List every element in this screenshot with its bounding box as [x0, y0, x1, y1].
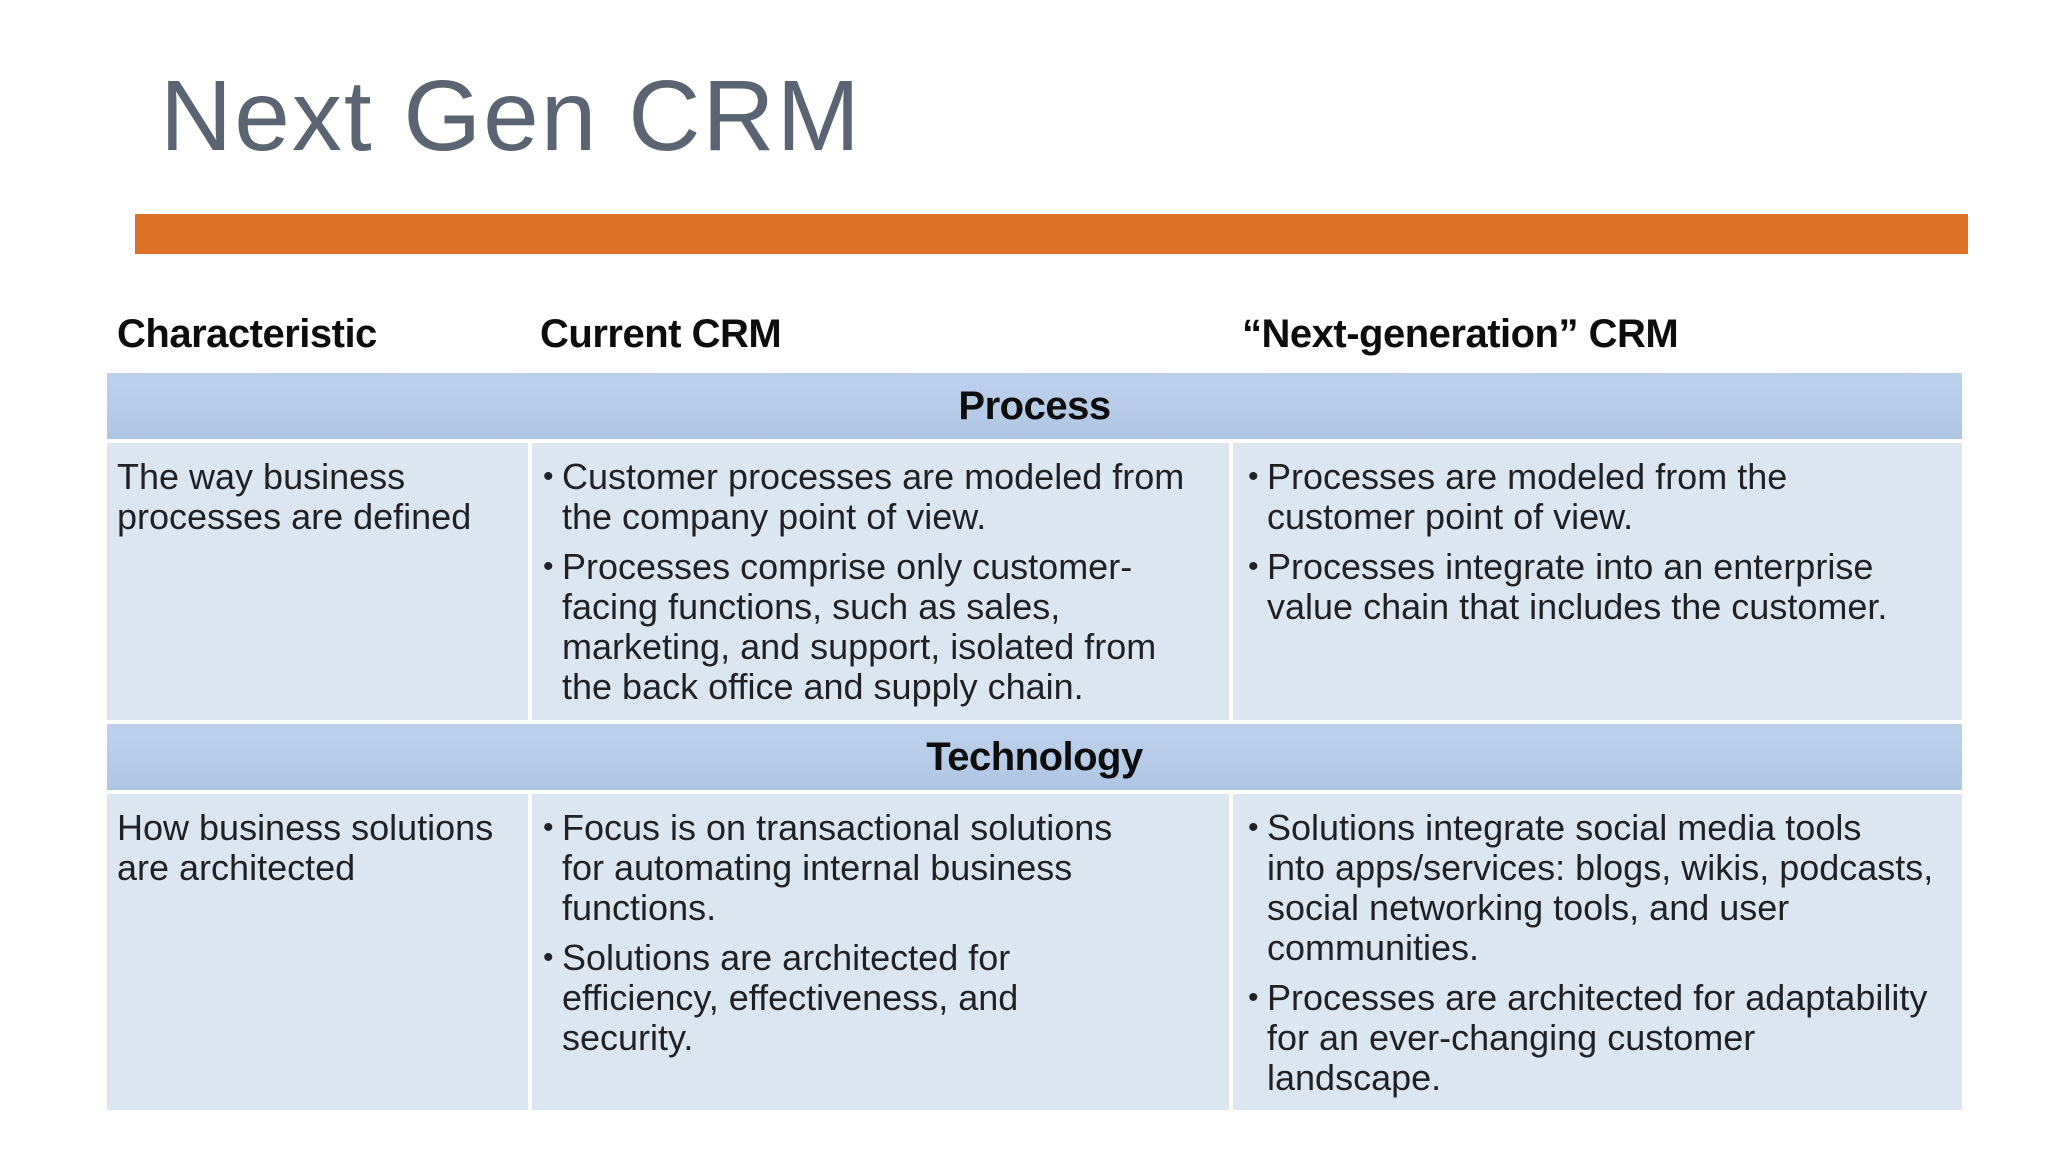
- column-header-characteristic: Characteristic: [117, 312, 377, 356]
- bullet-text: Solutions are architected for efficiency…: [562, 937, 1019, 1058]
- section-band-technology: Technology: [107, 724, 1962, 790]
- column-header-next-generation-crm: “Next-generation” CRM: [1242, 312, 1679, 356]
- list-item: • Processes are architected for adaptabi…: [1248, 978, 1954, 1098]
- list-item: • Processes comprise only customer- faci…: [543, 547, 1219, 707]
- bullet-text: Customer processes are modeled from the …: [562, 456, 1185, 537]
- list-item: • Solutions integrate social media tools…: [1248, 808, 1954, 968]
- column-header-current-crm: Current CRM: [540, 312, 782, 356]
- section-label-process: Process: [958, 384, 1111, 428]
- section-label-technology: Technology: [926, 735, 1143, 779]
- cell-technology-next-gen-crm: • Solutions integrate social media tools…: [1233, 794, 1962, 1110]
- cell-process-next-gen-crm: • Processes are modeled from the custome…: [1233, 443, 1962, 720]
- cell-technology-current-crm: • Focus is on transactional solutions fo…: [532, 794, 1229, 1110]
- bullet-icon: •: [543, 941, 554, 974]
- list-item: • Focus is on transactional solutions fo…: [543, 808, 1219, 928]
- bullet-icon: •: [1248, 811, 1259, 844]
- bullet-icon: •: [543, 550, 554, 583]
- bullet-icon: •: [543, 460, 554, 493]
- bullet-text: Focus is on transactional solutions for …: [562, 807, 1113, 928]
- bullet-text: Processes integrate into an enterprise v…: [1267, 546, 1888, 627]
- cell-text: The way business processes are defined: [117, 456, 472, 537]
- comparison-table: Process The way business processes are d…: [107, 373, 1962, 1110]
- cell-technology-characteristic: How business solutions are architected: [107, 794, 528, 1110]
- bullet-icon: •: [1248, 981, 1259, 1014]
- list-item: • Processes are modeled from the custome…: [1248, 457, 1954, 537]
- cell-text: How business solutions are architected: [117, 807, 494, 888]
- cell-process-characteristic: The way business processes are defined: [107, 443, 528, 720]
- accent-bar: [135, 214, 1968, 254]
- bullet-icon: •: [543, 811, 554, 844]
- list-item: • Processes integrate into an enterprise…: [1248, 547, 1954, 627]
- list-item: • Customer processes are modeled from th…: [543, 457, 1219, 537]
- page-title: Next Gen CRM: [160, 60, 862, 172]
- bullet-text: Solutions integrate social media tools i…: [1267, 807, 1934, 968]
- list-item: • Solutions are architected for efficien…: [543, 938, 1219, 1058]
- bullet-icon: •: [1248, 460, 1259, 493]
- bullet-text: Processes are modeled from the customer …: [1267, 456, 1788, 537]
- section-band-process: Process: [107, 373, 1962, 439]
- bullet-text: Processes are architected for adaptabili…: [1267, 977, 1928, 1098]
- bullet-text: Processes comprise only customer- facing…: [562, 546, 1157, 707]
- bullet-icon: •: [1248, 550, 1259, 583]
- cell-process-current-crm: • Customer processes are modeled from th…: [532, 443, 1229, 720]
